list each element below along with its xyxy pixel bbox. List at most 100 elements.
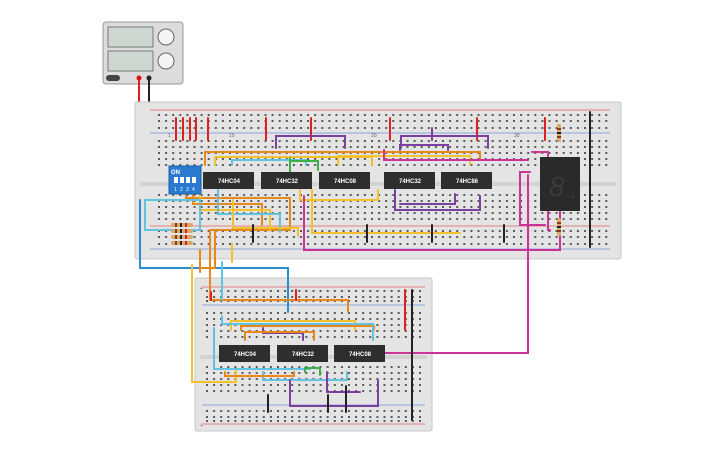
breadboard-hole[interactable] bbox=[555, 114, 558, 116]
breadboard-hole[interactable] bbox=[355, 416, 358, 418]
breadboard-hole[interactable] bbox=[348, 366, 350, 368]
breadboard-hole[interactable] bbox=[340, 296, 343, 298]
breadboard-hole[interactable] bbox=[520, 206, 523, 208]
breadboard-hole[interactable] bbox=[463, 164, 466, 166]
breadboard-hole[interactable] bbox=[241, 384, 244, 386]
breadboard-hole[interactable] bbox=[378, 120, 381, 122]
breadboard-hole[interactable] bbox=[269, 296, 272, 298]
breadboard-hole[interactable] bbox=[449, 230, 452, 232]
breadboard-hole[interactable] bbox=[248, 366, 251, 368]
breadboard-hole[interactable] bbox=[591, 114, 594, 116]
breadboard-hole[interactable] bbox=[321, 212, 324, 214]
top-chip-3[interactable]: 74HC08 bbox=[319, 172, 370, 189]
breadboard-hole[interactable] bbox=[200, 212, 203, 214]
breadboard-hole[interactable] bbox=[555, 243, 558, 245]
breadboard-hole[interactable] bbox=[179, 194, 182, 196]
breadboard-hole[interactable] bbox=[285, 164, 288, 166]
breadboard-hole[interactable] bbox=[255, 290, 258, 292]
breadboard-hole[interactable] bbox=[397, 290, 400, 292]
breadboard-hole[interactable] bbox=[498, 236, 501, 238]
breadboard-hole[interactable] bbox=[291, 390, 294, 392]
breadboard-hole[interactable] bbox=[470, 127, 473, 129]
breadboard-hole[interactable] bbox=[420, 200, 423, 202]
breadboard-hole[interactable] bbox=[335, 206, 338, 208]
breadboard-hole[interactable] bbox=[406, 200, 409, 202]
breadboard-hole[interactable] bbox=[419, 300, 421, 302]
breadboard-hole[interactable] bbox=[534, 164, 537, 166]
breadboard-hole[interactable] bbox=[520, 120, 523, 122]
breadboard-hole[interactable] bbox=[285, 127, 288, 129]
breadboard-hole[interactable] bbox=[206, 300, 208, 302]
breadboard-hole[interactable] bbox=[172, 140, 175, 142]
breadboard-hole[interactable] bbox=[591, 152, 594, 154]
breadboard-hole[interactable] bbox=[378, 206, 381, 208]
breadboard-hole[interactable] bbox=[369, 384, 372, 386]
breadboard-hole[interactable] bbox=[221, 236, 224, 238]
breadboard-hole[interactable] bbox=[292, 114, 295, 116]
breadboard-hole[interactable] bbox=[355, 378, 358, 380]
breadboard-hole[interactable] bbox=[605, 206, 608, 208]
breadboard-hole[interactable] bbox=[562, 146, 565, 148]
breadboard-hole[interactable] bbox=[390, 384, 393, 386]
breadboard-hole[interactable] bbox=[314, 127, 317, 129]
breadboard-hole[interactable] bbox=[234, 290, 237, 292]
breadboard-hole[interactable] bbox=[229, 158, 231, 160]
breadboard-hole[interactable] bbox=[390, 366, 393, 368]
breadboard-hole[interactable] bbox=[307, 194, 310, 196]
breadboard-hole[interactable] bbox=[399, 200, 402, 202]
breadboard-hole[interactable] bbox=[348, 372, 350, 374]
breadboard-hole[interactable] bbox=[243, 120, 246, 122]
breadboard-hole[interactable] bbox=[605, 127, 608, 129]
breadboard-hole[interactable] bbox=[340, 330, 343, 332]
breadboard-hole[interactable] bbox=[335, 218, 338, 220]
breadboard-hole[interactable] bbox=[392, 206, 395, 208]
breadboard-hole[interactable] bbox=[598, 230, 601, 232]
breadboard-hole[interactable] bbox=[243, 206, 246, 208]
breadboard-hole[interactable] bbox=[363, 146, 366, 148]
breadboard-hole[interactable] bbox=[213, 416, 216, 418]
breadboard-hole[interactable] bbox=[200, 127, 203, 129]
breadboard-hole[interactable] bbox=[397, 300, 400, 302]
breadboard-hole[interactable] bbox=[241, 416, 244, 418]
breadboard-hole[interactable] bbox=[292, 146, 295, 148]
breadboard-hole[interactable] bbox=[591, 243, 594, 245]
breadboard-hole[interactable] bbox=[491, 230, 494, 232]
breadboard-hole[interactable] bbox=[200, 200, 203, 202]
breadboard-hole[interactable] bbox=[420, 140, 423, 142]
breadboard-hole[interactable] bbox=[548, 236, 551, 238]
breadboard-hole[interactable] bbox=[605, 120, 608, 122]
breadboard-hole[interactable] bbox=[392, 120, 395, 122]
breadboard-hole[interactable] bbox=[193, 164, 196, 166]
breadboard-hole[interactable] bbox=[193, 206, 196, 208]
breadboard-hole[interactable] bbox=[584, 194, 586, 196]
breadboard-hole[interactable] bbox=[392, 140, 395, 142]
breadboard-hole[interactable] bbox=[314, 212, 317, 214]
breadboard-hole[interactable] bbox=[413, 230, 416, 232]
breadboard-hole[interactable] bbox=[470, 206, 473, 208]
breadboard-hole[interactable] bbox=[498, 146, 501, 148]
breadboard-hole[interactable] bbox=[371, 120, 373, 122]
breadboard-hole[interactable] bbox=[541, 236, 544, 238]
breadboard-hole[interactable] bbox=[229, 164, 231, 166]
breadboard-hole[interactable] bbox=[349, 212, 352, 214]
breadboard-hole[interactable] bbox=[369, 330, 372, 332]
breadboard-hole[interactable] bbox=[397, 296, 400, 298]
breadboard-hole[interactable] bbox=[419, 330, 421, 332]
breadboard-hole[interactable] bbox=[291, 290, 294, 292]
breadboard-hole[interactable] bbox=[397, 366, 400, 368]
breadboard-hole[interactable] bbox=[477, 146, 480, 148]
breadboard-hole[interactable] bbox=[291, 366, 294, 368]
breadboard-hole[interactable] bbox=[172, 164, 175, 166]
breadboard-hole[interactable] bbox=[491, 236, 494, 238]
breadboard-hole[interactable] bbox=[456, 140, 459, 142]
breadboard-hole[interactable] bbox=[363, 140, 366, 142]
breadboard-hole[interactable] bbox=[584, 200, 586, 202]
breadboard-hole[interactable] bbox=[340, 420, 343, 422]
breadboard-hole[interactable] bbox=[213, 390, 216, 392]
breadboard-hole[interactable] bbox=[513, 200, 515, 202]
breadboard-hole[interactable] bbox=[498, 194, 501, 196]
breadboard-hole[interactable] bbox=[427, 164, 430, 166]
breadboard-hole[interactable] bbox=[227, 384, 230, 386]
breadboard-hole[interactable] bbox=[470, 120, 473, 122]
breadboard-hole[interactable] bbox=[264, 200, 267, 202]
